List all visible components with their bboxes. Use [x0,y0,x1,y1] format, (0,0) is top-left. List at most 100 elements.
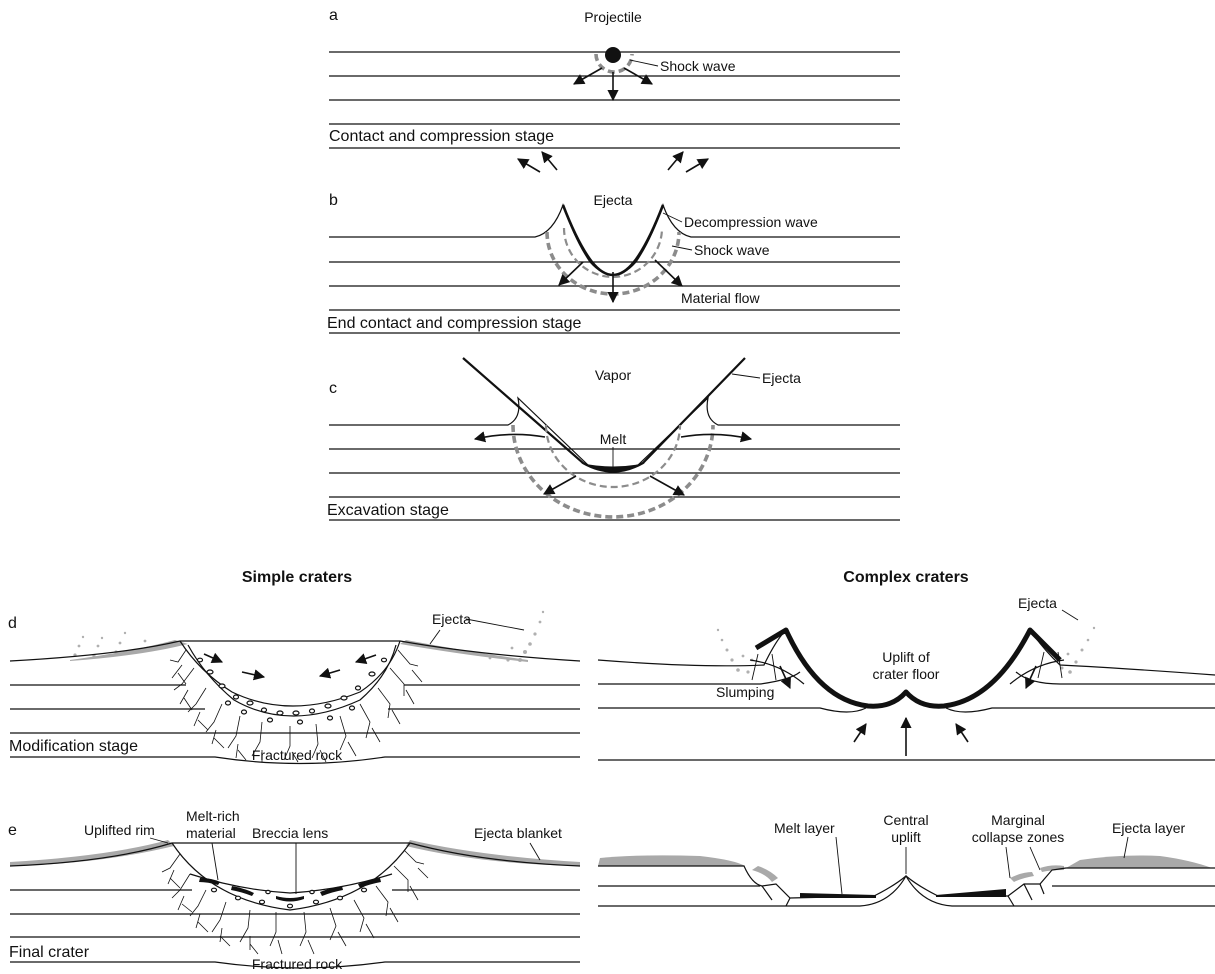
ejecta-arrow [518,159,540,172]
leader-line [530,843,540,860]
ejecta-arrow [686,159,708,172]
final-crater-label: Final crater [9,944,90,961]
uplift-arrow [854,724,866,742]
crater-floor-line [188,645,396,716]
leader-line [430,630,440,644]
ejecta-arrow [668,152,683,170]
collapse-fault [1008,884,1044,906]
slump-block [750,660,804,684]
ejecta-arrow [542,152,557,170]
complex-craters-heading: Complex craters [843,569,968,586]
ejecta-blanket-left [10,840,174,866]
layer-line [598,876,1215,906]
slump-arrow [242,672,264,677]
leader-line [150,838,168,843]
panel-c: c Vapor Ejecta Melt Excavation stage [327,358,900,520]
central-uplift-label-line1: Central [883,812,928,828]
melt-layer [800,893,876,898]
transient-cavity [563,205,663,275]
crater-profile [598,866,1215,898]
melt-rich-label-line1: Melt-rich [186,808,240,824]
leader-line [732,374,760,378]
layer-line [598,708,866,712]
melt-rich-label-line2: material [186,825,236,841]
leader-line [836,837,842,894]
melt-label: Melt [600,431,627,447]
leader-line [1062,610,1078,620]
ejecta-label: Ejecta [762,370,801,386]
flow-arrow [650,476,684,495]
panel-e-simple: e [8,808,580,972]
simple-craters-heading: Simple craters [242,569,352,586]
end-contact-stage-label: End contact and compression stage [327,315,581,332]
slump-arrow [320,670,340,676]
projectile-label: Projectile [584,9,642,25]
projectile-icon [605,47,621,63]
fractured-rock-label: Fractured rock [252,956,343,972]
layer-line [598,672,800,684]
vapor-label: Vapor [595,367,632,383]
shock-wave-label: Shock wave [694,242,770,258]
ejecta-label-simple: Ejecta [432,611,471,627]
leader-line [212,843,218,880]
leader-line [663,213,682,222]
excavation-stage-label: Excavation stage [327,502,449,519]
panel-e-complex: Melt layer Central uplift Marginal colla… [598,812,1215,906]
material-flow-label: Material flow [681,290,760,306]
panel-b: b Ejecta Decompression wave Shock wave M… [327,152,900,333]
ejecta-layer-left [752,866,778,882]
collapse-fault [762,886,790,906]
uplift-label-line1: Uplift of [882,649,930,665]
fault-line [752,654,758,680]
leader-line [1030,847,1040,870]
layer-line [946,708,1215,712]
ejecta-dust-left [717,629,754,674]
slump-block [1010,660,1064,684]
inner-shock-arc [564,228,662,277]
slump-arrow [1026,666,1036,688]
leader-line [466,619,524,630]
modification-stage-label: Modification stage [9,738,138,755]
breccia-clasts [198,658,387,724]
fractured-rock-label: Fractured rock [252,747,343,763]
contact-stage-label: Contact and compression stage [329,128,554,145]
leader-line [630,60,658,66]
breccia-lens-label: Breccia lens [252,825,328,841]
panel-b-letter: b [329,192,338,209]
ejecta-layer-right [1010,872,1034,882]
ejecta-blanket-right [406,840,580,866]
flow-arrow [544,476,576,494]
melt-rich-lenses [199,878,381,902]
central-uplift-label-line2: uplift [891,829,921,845]
fracture-network [162,850,428,954]
leader-line [1006,847,1010,878]
panel-d-simple: d [8,611,580,764]
decompression-wave-label: Decompression wave [684,214,818,230]
panel-c-letter: c [329,380,337,397]
panel-d-letter: d [8,615,17,632]
uplifted-rim-label: Uplifted rim [84,822,155,838]
ejecta-layer-right [1066,856,1212,869]
melt-layer [936,889,1006,897]
slumping-label: Slumping [716,684,774,700]
uplift-arrow [956,724,968,742]
ejecta-label-complex: Ejecta [1018,595,1057,611]
ejecta-layer-left [598,855,745,866]
uplift-label-line2: crater floor [873,666,940,682]
leader-line [1124,837,1128,858]
panel-e-letter: e [8,822,17,839]
shock-wave-label: Shock wave [660,58,736,74]
ejecta-blanket-label: Ejecta blanket [474,825,562,841]
flow-arrow [681,434,751,439]
melt-layer-label: Melt layer [774,820,835,836]
slump-arrow [356,655,376,662]
layer-line [1016,672,1215,684]
ejecta-layer-label: Ejecta layer [1112,820,1185,836]
panel-a-letter: a [329,7,338,24]
flow-arrow [475,434,545,439]
marginal-collapse-label-line2: collapse zones [972,829,1065,845]
slump-arrow [780,666,790,688]
slump-arrow [204,654,222,662]
panel-d-complex: Ejecta Slumping Uplift of crater floor [598,595,1215,760]
